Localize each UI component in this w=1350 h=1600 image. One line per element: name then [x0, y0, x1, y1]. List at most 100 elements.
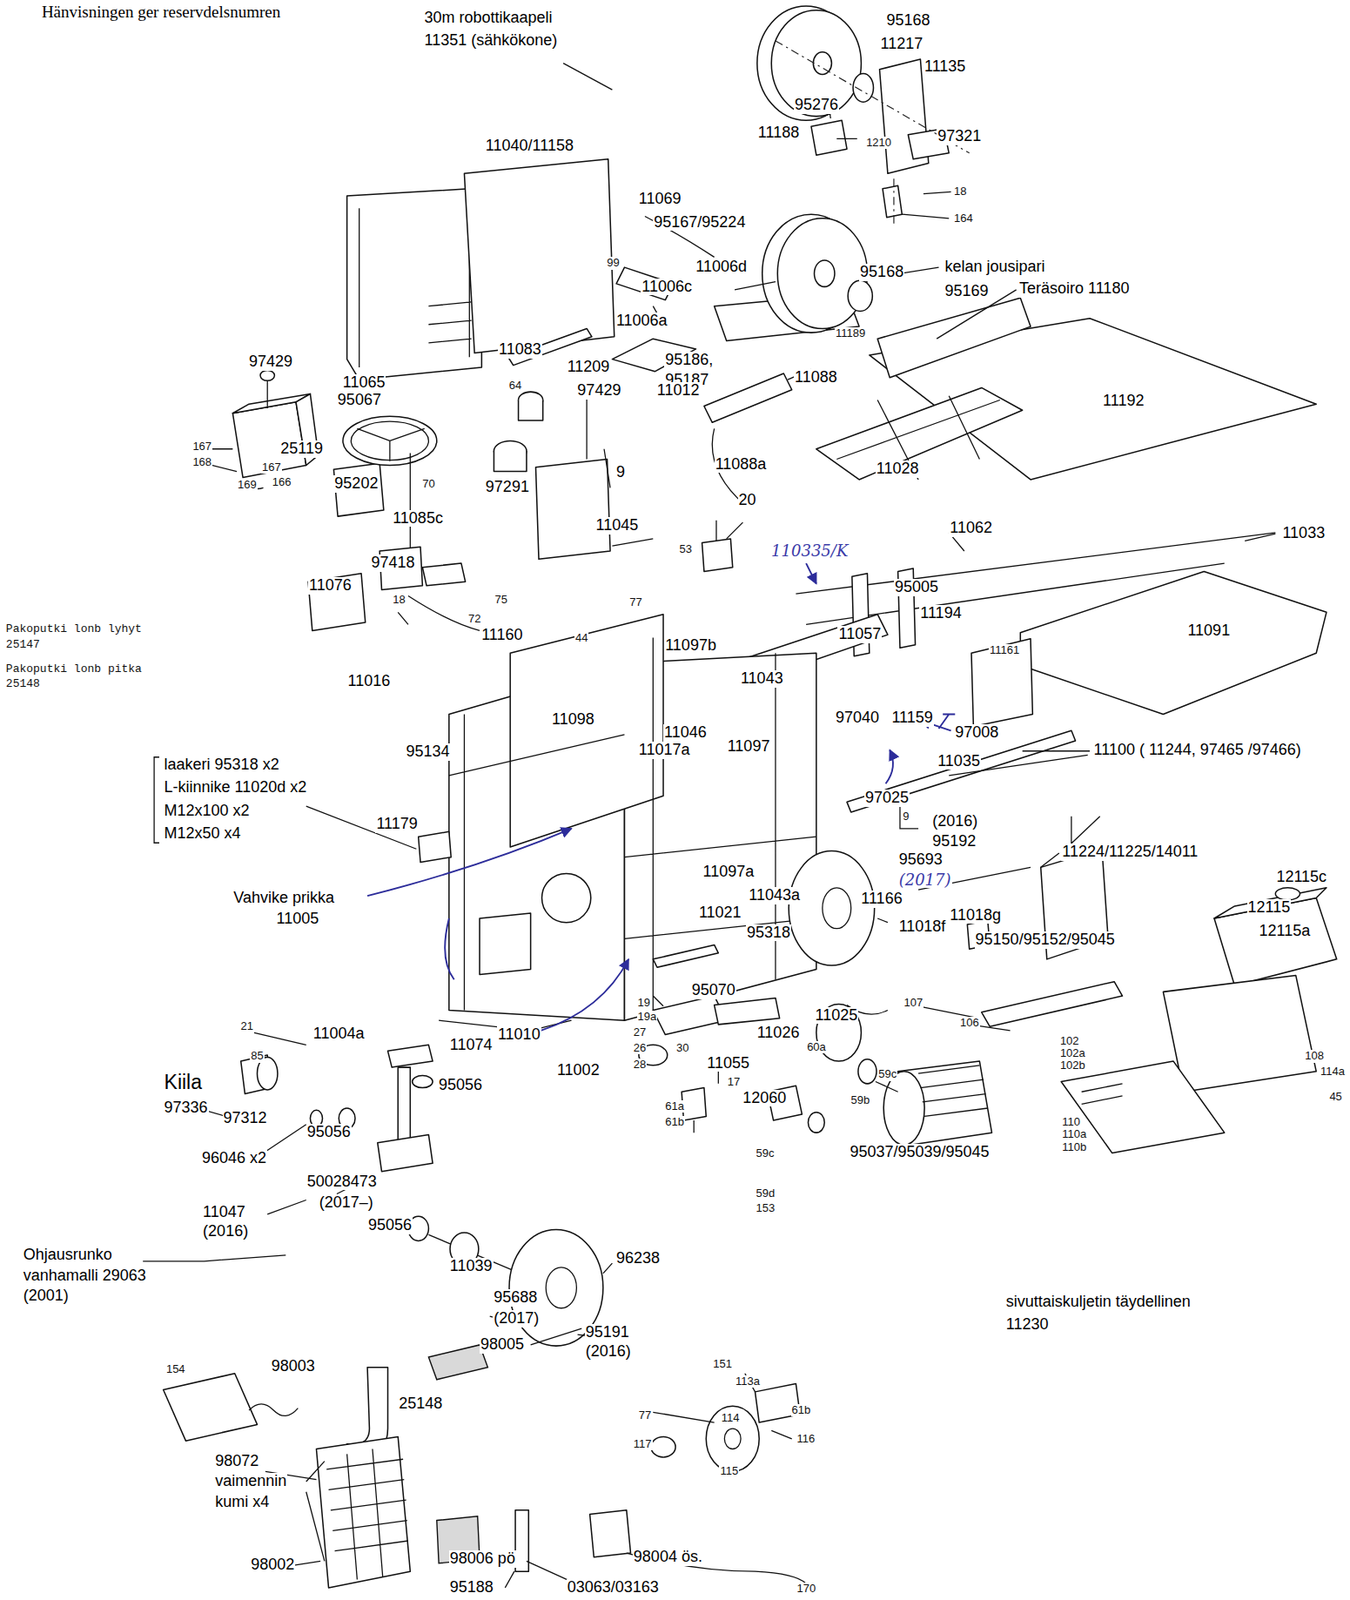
- callout-label: 102b: [1059, 1059, 1087, 1072]
- callout-label: kelan jousipari: [943, 258, 1046, 276]
- callout-label: Kiila: [163, 1071, 203, 1094]
- callout-label: M12x50 x4: [163, 825, 242, 843]
- part-outline: [367, 828, 571, 896]
- callout-label: 97008: [953, 724, 1000, 742]
- callout-label: (2017–): [318, 1194, 375, 1212]
- callout-label: 166: [271, 476, 293, 489]
- callout-label: 11046: [663, 724, 708, 742]
- callout-label: 11194: [919, 604, 962, 623]
- part-outline: [244, 1030, 306, 1045]
- callout-label: (2016): [584, 1343, 632, 1361]
- part-outline: [356, 428, 424, 462]
- part-outline: [163, 1373, 258, 1441]
- callout-label: 97291: [484, 478, 531, 497]
- callout-label: 11100 ( 11244, 97465 /97466): [1093, 741, 1303, 759]
- callout-label: 12115c: [1275, 868, 1328, 887]
- part-outline: [771, 10, 861, 117]
- callout-label: 11160: [480, 626, 524, 645]
- part-outline: [308, 573, 366, 632]
- callout-label: 11033: [1281, 524, 1326, 543]
- steering-assembly: [241, 1030, 433, 1215]
- callout-label: 25148: [5, 678, 41, 691]
- part-outline: [805, 563, 817, 584]
- callout-label: 11006c: [640, 278, 693, 296]
- callout-label: kumi x4: [214, 1493, 270, 1512]
- part-outline: [714, 997, 780, 1024]
- wheel-right: [780, 851, 888, 966]
- callout-label: 98002: [249, 1556, 296, 1574]
- part-outline: [711, 369, 812, 505]
- callout-label: 170: [795, 1582, 817, 1595]
- callout-label: 97418: [370, 554, 417, 572]
- part-outline: [545, 1267, 577, 1309]
- cable-reel: [757, 6, 970, 227]
- part-outline: [788, 851, 874, 966]
- callout-label: 11010: [497, 1026, 542, 1044]
- part-outline: [1214, 887, 1327, 919]
- part-outline: [526, 1560, 572, 1581]
- part-outline: [704, 373, 793, 423]
- callout-label: (2017): [898, 871, 953, 889]
- callout-label: 11028: [875, 460, 921, 478]
- callout-label: 11016: [347, 672, 392, 691]
- callout-label: 44: [574, 631, 589, 645]
- callout-label: 11179: [375, 815, 418, 833]
- callout-label: Pakoputki lonb lyhyt: [5, 623, 143, 636]
- main-frame: [418, 614, 817, 1031]
- callout-label: 11085c: [391, 510, 444, 528]
- part-outline: [882, 185, 902, 217]
- part-outline: [347, 188, 483, 380]
- callout-label: Vahvike prikka: [232, 889, 336, 907]
- callout-label: 95186,: [664, 351, 714, 370]
- part-outline: [777, 218, 867, 330]
- part-outline: [948, 532, 1276, 551]
- callout-label: 61b: [664, 1115, 686, 1129]
- callout-label: (2016): [931, 812, 979, 831]
- callout-label: 59d: [755, 1187, 777, 1200]
- callout-label: 11065: [342, 374, 387, 392]
- callout-label: 77: [638, 1409, 652, 1422]
- part-outline: [651, 1436, 676, 1457]
- callout-label: 18: [953, 185, 968, 198]
- callout-label: 11040/11158: [484, 137, 575, 155]
- engine-parts: [163, 1344, 806, 1588]
- electric-motor: [767, 1003, 993, 1145]
- callout-label: 151: [711, 1357, 733, 1371]
- callout-label: 164: [953, 212, 974, 225]
- callout-label: 11055: [705, 1054, 751, 1073]
- callout-label: 95276: [793, 96, 840, 115]
- callout-label: 11161: [988, 644, 1021, 657]
- callout-label: 11083: [497, 341, 543, 359]
- part-outline: [409, 452, 411, 551]
- part-outline: [504, 1571, 515, 1588]
- callout-label: 97321: [936, 127, 982, 146]
- part-outline: [586, 393, 653, 546]
- callout-label: 95169: [943, 282, 989, 301]
- callout-label: 95192: [931, 832, 977, 851]
- callout-label: 97336: [163, 1099, 209, 1117]
- part-outline: [822, 887, 852, 929]
- callout-label: 11097: [726, 738, 772, 756]
- callout-label: 9: [901, 810, 910, 823]
- callout-label: 45: [1328, 1090, 1343, 1103]
- callout-label: 114a: [1319, 1065, 1346, 1078]
- part-outline: [652, 944, 719, 968]
- callout-label: 98004 ös.: [632, 1548, 704, 1566]
- callout-label: 26: [632, 1041, 647, 1055]
- part-outline: [858, 1059, 877, 1084]
- callout-label: 115: [718, 1464, 739, 1478]
- callout-label: 11026: [756, 1024, 801, 1042]
- callout-label: Hänvisningen ger reservdelsnumren: [40, 3, 282, 22]
- part-outline: [377, 1134, 433, 1171]
- callout-label: 25119: [279, 440, 324, 458]
- callout-label: 11021: [698, 904, 743, 922]
- part-outline: [644, 216, 776, 325]
- callout-label: 11217: [879, 35, 925, 54]
- callout-label: Teräsoiro 11180: [1018, 280, 1130, 298]
- part-outline: [807, 1112, 825, 1133]
- part-outline: [294, 1560, 321, 1565]
- part-outline: [883, 1071, 925, 1145]
- callout-label: 61b: [791, 1403, 813, 1417]
- callout-label: 96046 x2: [201, 1149, 268, 1168]
- callout-label: 167: [191, 440, 213, 453]
